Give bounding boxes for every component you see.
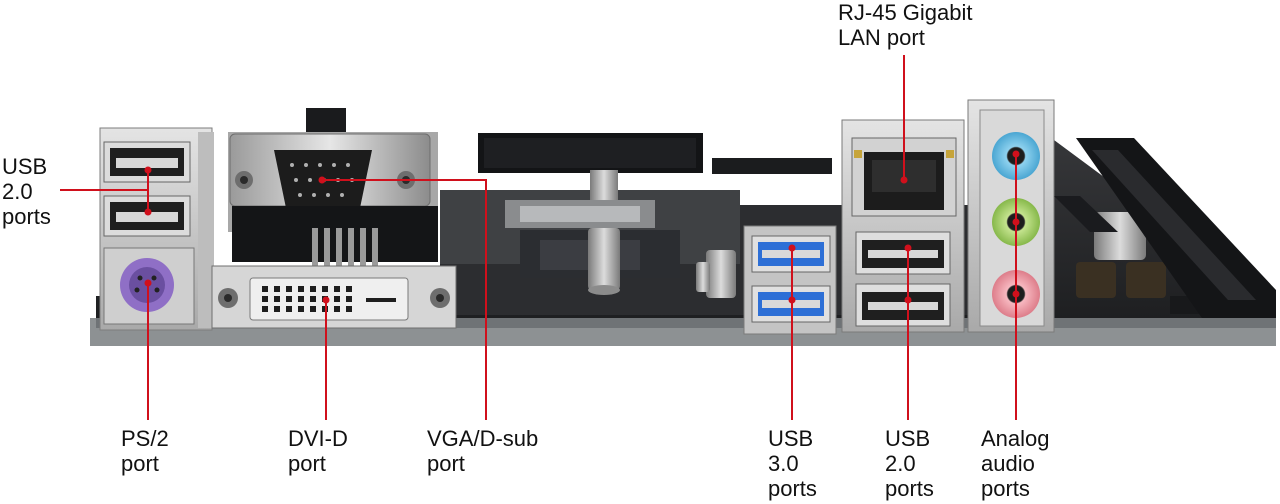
header-strip	[306, 108, 832, 174]
leader-audio-dot-1	[1012, 150, 1020, 158]
expansion-slots	[1054, 138, 1276, 318]
leader-vga	[322, 179, 487, 420]
leader-lines	[60, 55, 1020, 420]
leader-usb20-right-dot-2	[904, 296, 912, 304]
left-io-shield	[99, 127, 214, 331]
leader-usb20-right-dot-1	[904, 244, 912, 252]
label-rj45-lan-port: RJ-45 Gigabit LAN port	[838, 0, 973, 50]
leader-audio-dot-2	[1012, 218, 1020, 226]
label-vga-dsub-port: VGA/D-sub port	[427, 426, 539, 476]
leader-usb20-left-dot-2	[144, 208, 152, 216]
label-usb20-right-ports: USB 2.0 ports	[885, 426, 934, 501]
leader-usb20-left-dot-1	[144, 166, 152, 174]
dvi-connector	[211, 265, 457, 329]
leader-vga-dot-1	[318, 176, 326, 184]
leader-ps2-dot-1	[144, 279, 152, 287]
label-usb20-left-ports: USB 2.0 ports	[2, 154, 51, 229]
usb3-stack	[743, 225, 837, 335]
leader-rj45-dot-1	[900, 176, 908, 184]
label-analog-audio-ports: Analog audio ports	[981, 426, 1050, 501]
label-ps2-port: PS/2 port	[121, 426, 169, 476]
leader-dvi-dot-1	[322, 296, 330, 304]
leader-audio-dot-3	[1012, 290, 1020, 298]
cpu-socket-area	[440, 170, 1210, 314]
label-usb30-ports: USB 3.0 ports	[768, 426, 817, 501]
leader-usb30-dot-1	[788, 244, 796, 252]
leader-usb30-dot-2	[788, 296, 796, 304]
audio-jack-stack	[967, 99, 1055, 333]
label-dvi-d-port: DVI-D port	[288, 426, 348, 476]
vga-connector	[228, 132, 438, 268]
